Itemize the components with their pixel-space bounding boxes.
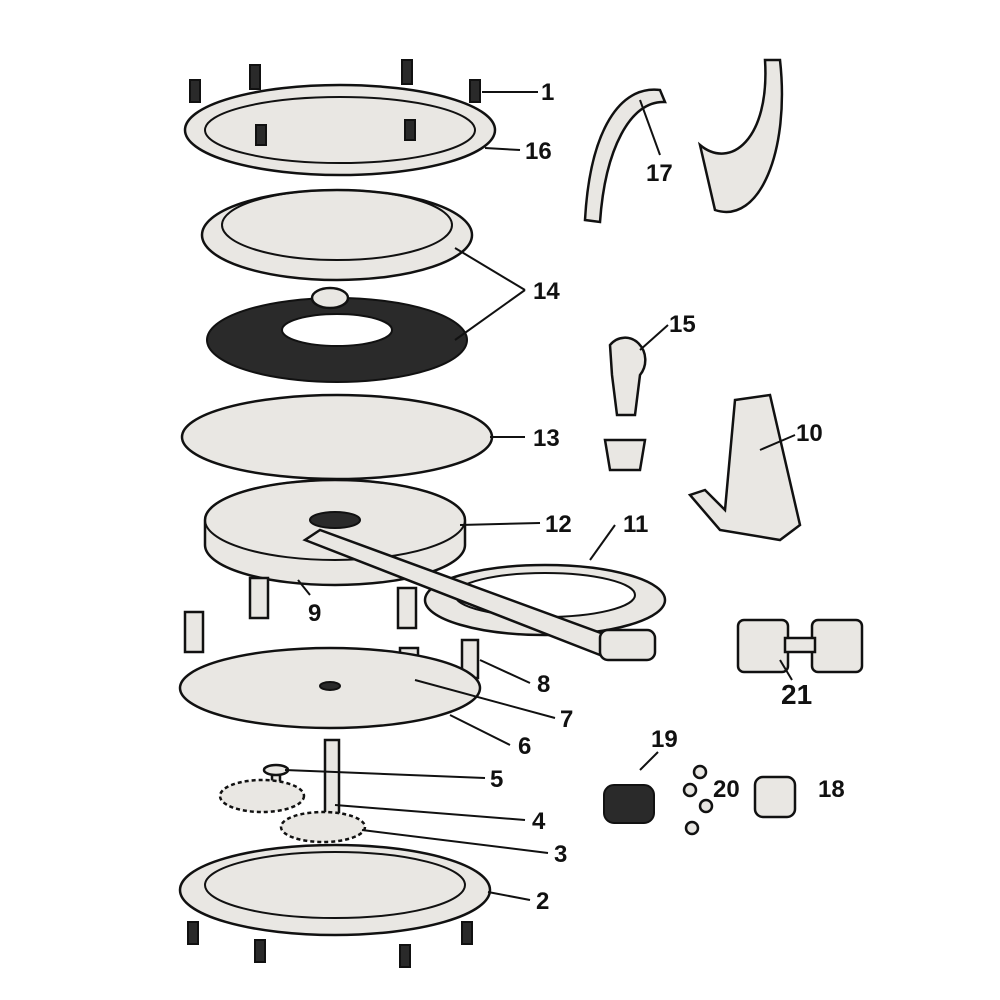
base-plate-part (178, 646, 482, 730)
part-labels: 1 2 3 4 5 6 7 8 9 10 11 12 13 14 15 16 1… (308, 79, 845, 915)
plate-part (180, 393, 494, 481)
label-9: 9 (308, 600, 321, 627)
label-14: 14 (533, 278, 560, 305)
clip-part (687, 393, 802, 542)
leader-lines (284, 91, 796, 901)
label-13: 13 (533, 425, 560, 452)
label-7: 7 (560, 706, 573, 733)
label-10: 10 (796, 420, 823, 447)
label-20: 20 (713, 776, 740, 803)
label-1: 1 (541, 79, 554, 106)
label-6: 6 (518, 733, 531, 760)
label-2: 2 (536, 888, 549, 915)
snap-hook-part (603, 336, 647, 472)
buckle-part (736, 618, 864, 674)
label-19: 19 (651, 726, 678, 753)
label-4: 4 (532, 808, 546, 835)
gears-part (218, 738, 367, 844)
label-12: 12 (545, 511, 572, 538)
label-18: 18 (818, 776, 845, 803)
label-21: 21 (781, 679, 812, 710)
label-8: 8 (537, 671, 550, 698)
cover-part (200, 188, 474, 282)
coil-part (206, 286, 468, 383)
top-ring-part (183, 59, 497, 177)
roller-part (603, 784, 655, 824)
bottom-plate-part (178, 843, 492, 968)
clamp-part (753, 775, 797, 819)
label-5: 5 (490, 766, 503, 793)
label-11: 11 (623, 511, 648, 538)
label-15: 15 (669, 311, 696, 338)
tape-part (302, 528, 667, 662)
strap-part (583, 58, 784, 224)
label-16: 16 (525, 138, 552, 165)
small-screws-part (682, 764, 714, 836)
label-3: 3 (554, 841, 567, 868)
label-17: 17 (646, 160, 673, 187)
